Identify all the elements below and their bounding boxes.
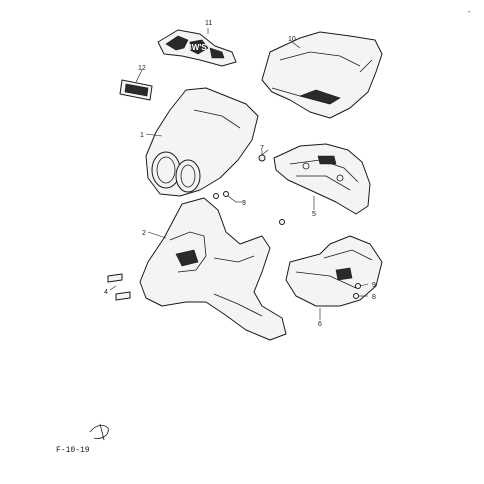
- callout-7: 7: [260, 145, 264, 152]
- part-11-emblem-decal: BW'S: [157, 29, 237, 67]
- callout-11: 11: [205, 20, 212, 27]
- callout-5: 5: [312, 211, 316, 218]
- footer-code: F-10-19: [56, 446, 90, 455]
- part-10-inner-cover: [261, 31, 383, 119]
- part-1-front-cover: [145, 87, 259, 197]
- emblem-text: BW'S: [186, 43, 207, 52]
- corner-mark: -: [468, 9, 471, 16]
- part-5-inner-panel: [273, 143, 371, 215]
- callout-3: 3: [242, 200, 246, 207]
- part-12-badge: [119, 79, 153, 101]
- callout-9: 9: [372, 282, 376, 289]
- callout-6: 6: [318, 321, 322, 328]
- callout-2: 2: [142, 230, 146, 237]
- footer-mark: [89, 423, 109, 441]
- leader-lines: [109, 28, 369, 320]
- callout-1: 1: [140, 132, 144, 139]
- callout-10: 10: [288, 36, 296, 43]
- callout-12: 12: [138, 65, 146, 72]
- part-4-fasteners: [107, 273, 131, 301]
- callout-labels: 11 10 12 1 7 3 5 2 4 9 8 6: [104, 20, 376, 328]
- callout-8: 8: [372, 294, 376, 301]
- part-2-leg-shield: [139, 197, 287, 341]
- part-3-screws: [213, 191, 285, 225]
- callout-4: 4: [104, 289, 108, 296]
- part-6-lower-cover: [285, 235, 383, 307]
